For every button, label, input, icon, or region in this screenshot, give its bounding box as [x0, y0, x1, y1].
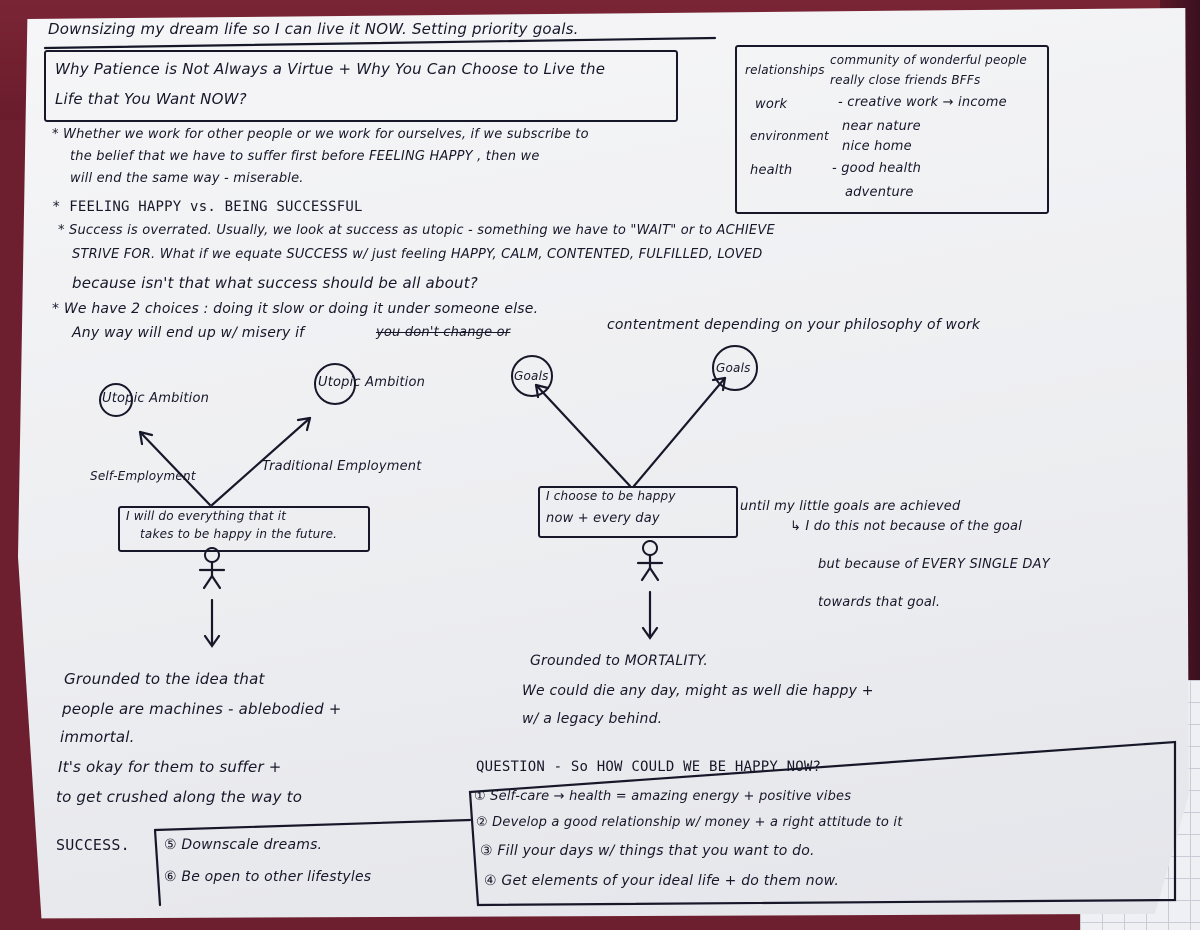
priority-relationships-item-2: really close friends BFFs — [830, 73, 981, 87]
left-result-line-6: SUCCESS. — [56, 836, 130, 854]
priority-work-item: - creative work → income — [838, 95, 1007, 110]
note-line-4: * FEELING HAPPY vs. BEING SUCCESSFUL — [52, 199, 363, 215]
right-result-line-2: We could die any day, might as well die … — [522, 683, 874, 699]
subtitle-line-2: Life that You Want NOW? — [55, 90, 247, 108]
note-line-1: * Whether we work for other people or we… — [52, 127, 589, 142]
right-result-line-3: w/ a legacy behind. — [522, 711, 663, 727]
priority-environment-item-2: nice home — [842, 139, 912, 154]
left-goal-left: Utopic Ambition — [102, 391, 210, 406]
priority-environment-label: environment — [750, 129, 829, 143]
right-diagram-box — [538, 486, 738, 538]
left-branch-traditional-employment: Traditional Employment — [262, 459, 422, 474]
page-title: Downsizing my dream life so I can live i… — [48, 20, 579, 38]
left-result-line-4: It's okay for them to suffer + — [58, 758, 282, 776]
right-box-line-1: I choose to be happy — [546, 489, 676, 503]
right-side-line-2: but because of EVERY SINGLE DAY — [818, 557, 1050, 572]
note-line-6: STRIVE FOR. What if we equate SUCCESS w/… — [72, 247, 763, 262]
priority-health-item-2: adventure — [845, 185, 914, 200]
left-result-line-3: immortal. — [60, 728, 135, 746]
right-goal-left: Goals — [514, 369, 549, 383]
right-box-line-2: now + every day — [546, 511, 660, 526]
left-goal-right: Utopic Ambition — [318, 375, 426, 390]
notebook-sheet — [18, 8, 1189, 919]
left-result-line-1: Grounded to the idea that — [64, 670, 265, 688]
question-item-1: ① Self-care → health = amazing energy + … — [474, 789, 852, 804]
priority-relationships-label: relationships — [745, 63, 825, 77]
question-item-4: ④ Get elements of your ideal life + do t… — [484, 873, 840, 889]
right-side-line-1: ↳ I do this not because of the goal — [790, 519, 1023, 534]
question-extra-item-6: ⑥ Be open to other lifestyles — [164, 869, 372, 885]
note-line-11: you don't change or — [376, 325, 511, 340]
note-line-3: will end the same way - miserable. — [70, 171, 304, 186]
note-line-9: contentment depending on your philosophy… — [607, 317, 981, 333]
note-line-10: Any way will end up w/ misery if — [72, 325, 305, 341]
priority-health-label: health — [750, 163, 793, 178]
right-goal-right: Goals — [716, 361, 751, 375]
right-result-line-1: Grounded to MORTALITY. — [530, 653, 709, 669]
priority-environment-item-1: near nature — [842, 119, 921, 134]
priority-work-label: work — [755, 97, 788, 112]
question-item-3: ③ Fill your days w/ things that you want… — [480, 843, 815, 859]
left-result-line-5: to get crushed along the way to — [56, 788, 303, 806]
left-branch-self-employment: Self-Employment — [90, 469, 196, 483]
right-side-line-3: towards that goal. — [818, 595, 941, 610]
left-box-line-2: takes to be happy in the future. — [140, 527, 338, 541]
note-line-2: the belief that we have to suffer first … — [70, 149, 540, 164]
note-line-5: * Success is overrated. Usually, we look… — [58, 223, 775, 238]
priority-health-item-1: - good health — [832, 161, 922, 176]
subtitle-box — [44, 50, 678, 122]
note-line-8: * We have 2 choices : doing it slow or d… — [52, 301, 539, 317]
left-result-line-2: people are machines - ablebodied + — [62, 700, 342, 718]
question-extra-item-5: ⑤ Downscale dreams. — [164, 837, 323, 853]
question-title: QUESTION - So HOW COULD WE BE HAPPY NOW? — [476, 759, 822, 775]
question-item-2: ② Develop a good relationship w/ money +… — [476, 815, 903, 830]
right-box-after: until my little goals are achieved — [740, 499, 961, 514]
left-box-line-1: I will do everything that it — [126, 509, 287, 523]
subtitle-line-1: Why Patience is Not Always a Virtue + Wh… — [55, 60, 606, 78]
priority-relationships-item-1: community of wonderful people — [830, 53, 1028, 67]
note-line-7: because isn't that what success should b… — [72, 274, 478, 292]
left-diagram-box — [118, 506, 370, 552]
priorities-box — [735, 45, 1049, 214]
